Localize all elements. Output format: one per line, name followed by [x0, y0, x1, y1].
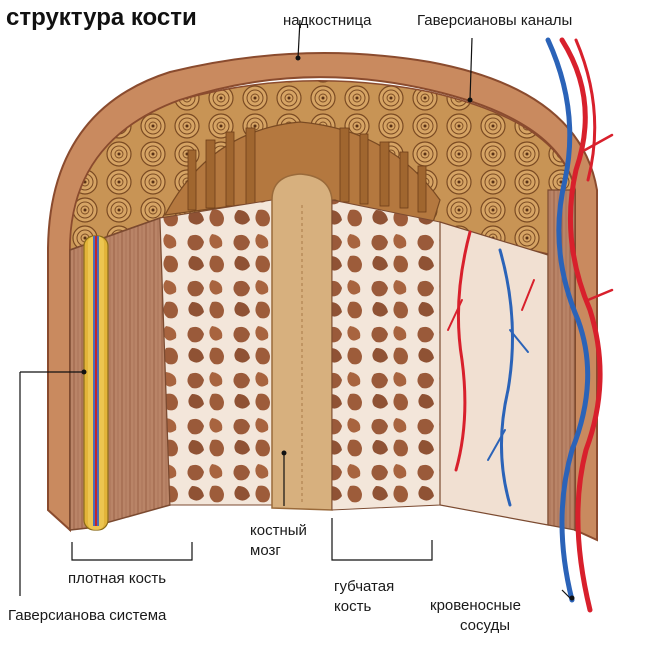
label-periosteum: надкостница	[283, 12, 372, 29]
spongy-bone-left	[159, 199, 273, 506]
label-spongy-bone-line2: кость	[334, 598, 372, 615]
haversian-system-cylinder	[83, 235, 109, 531]
label-bone-marrow-line1: костный	[250, 522, 307, 539]
label-bone-marrow-line2: мозг	[250, 542, 281, 559]
diagram-title: структура кости	[6, 4, 197, 31]
label-haversian-system: Гаверсианова система	[8, 607, 167, 624]
label-blood-vessels-line1: кровеносные	[430, 597, 521, 614]
external-blood-vessels	[545, 37, 614, 613]
leader-lines	[19, 19, 573, 601]
label-spongy-bone-line1: губчатая	[334, 578, 395, 595]
right-face	[439, 221, 549, 526]
label-haversian-canals: Гаверсиановы каналы	[417, 12, 573, 29]
compact-bone-right	[547, 189, 576, 531]
face-vessels	[447, 230, 535, 507]
label-compact-bone: плотная кость	[68, 570, 167, 587]
spongy-bone-right	[331, 199, 441, 511]
label-blood-vessels-line2: сосуды	[460, 617, 511, 634]
